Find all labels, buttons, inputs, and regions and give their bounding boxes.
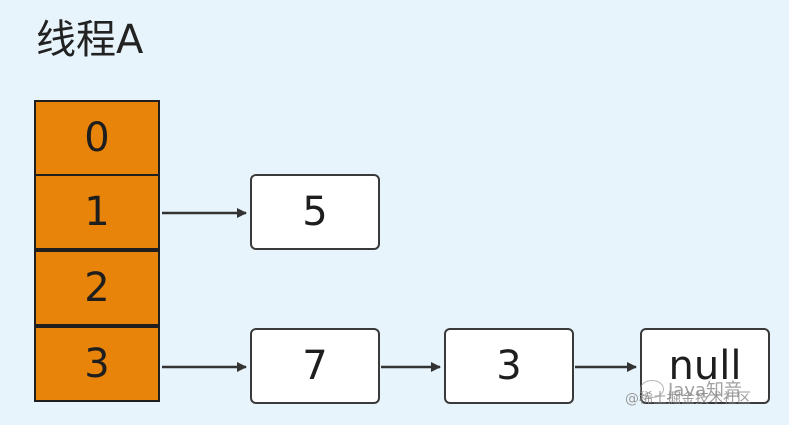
node-3: 3	[444, 328, 574, 404]
array-cell-0: 0	[34, 100, 160, 176]
array-cell-3: 3	[34, 326, 160, 402]
node-5: 5	[250, 174, 380, 250]
diagram-title: 线程A	[36, 17, 144, 63]
node-null: null	[640, 328, 770, 404]
array-cell-1: 1	[34, 174, 160, 250]
array-cell-2: 2	[34, 250, 160, 326]
watermark-brand: Java知音	[668, 380, 743, 401]
node-7: 7	[250, 328, 380, 404]
watermark-logo-icon	[640, 380, 664, 398]
watermark-source: @稀土掘金技术社区	[625, 391, 751, 407]
